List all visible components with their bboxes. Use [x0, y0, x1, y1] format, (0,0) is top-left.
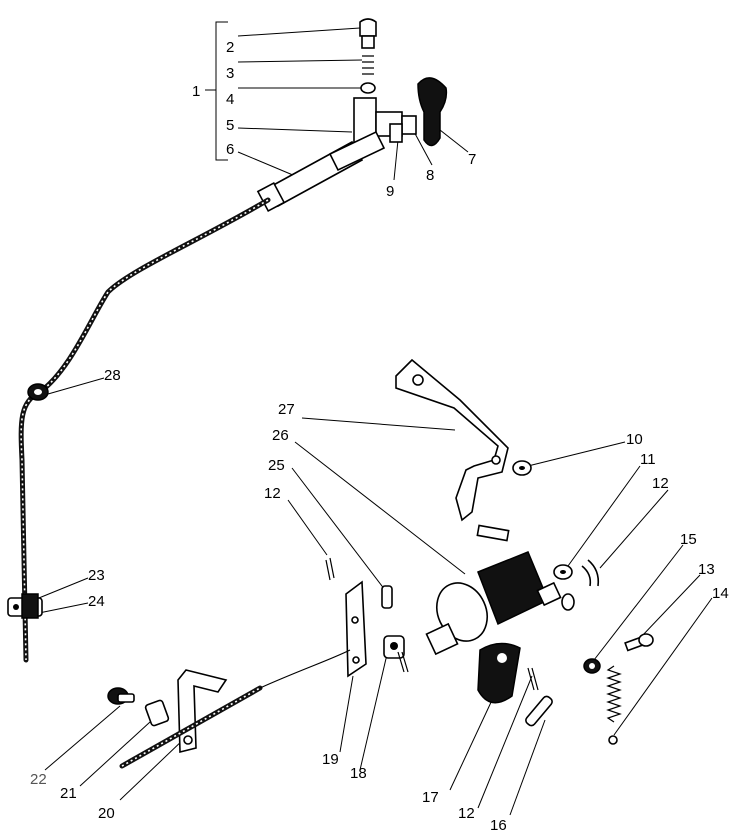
label-12-left: 12 [264, 485, 281, 502]
label-17: 17 [422, 789, 439, 806]
label-12-bottom: 12 [458, 805, 475, 822]
label-26: 26 [272, 427, 289, 444]
valve-body-part-26 [425, 551, 600, 656]
lever-part-19 [325, 557, 409, 678]
label-5: 5 [226, 117, 234, 134]
label-15: 15 [680, 531, 697, 548]
hand-control-assembly [256, 18, 448, 213]
label-9: 9 [386, 183, 394, 200]
label-4: 4 [226, 91, 234, 108]
label-23: 23 [88, 567, 105, 584]
label-24: 24 [88, 593, 105, 610]
label-25: 25 [268, 457, 285, 474]
flexible-cable [7, 197, 271, 663]
label-27: 27 [278, 401, 295, 418]
label-28: 28 [104, 367, 121, 384]
label-18: 18 [350, 765, 367, 782]
label-13: 13 [698, 561, 715, 578]
label-1: 1 [192, 83, 200, 100]
cam-plate-part-17 [477, 642, 553, 727]
lever-part-27 [395, 358, 532, 542]
label-12-right: 12 [652, 475, 669, 492]
leader-lines [33, 27, 713, 816]
part-number-labels: 1 2 3 4 5 6 7 8 9 10 11 12 12 12 13 14 1… [30, 39, 729, 834]
label-16: 16 [490, 817, 507, 834]
label-20: 20 [98, 805, 115, 822]
group-bracket [205, 21, 228, 161]
label-8: 8 [426, 167, 434, 184]
label-2: 2 [226, 39, 234, 56]
label-14: 14 [712, 585, 729, 602]
label-7: 7 [468, 151, 476, 168]
label-11: 11 [640, 451, 656, 468]
label-22: 22 [30, 771, 47, 788]
label-19: 19 [322, 751, 339, 768]
label-10: 10 [626, 431, 643, 448]
label-6: 6 [226, 141, 234, 158]
label-21: 21 [60, 785, 77, 802]
label-3: 3 [226, 65, 234, 82]
spring-part-14 [583, 633, 654, 745]
bracket-part-20 [107, 649, 351, 769]
